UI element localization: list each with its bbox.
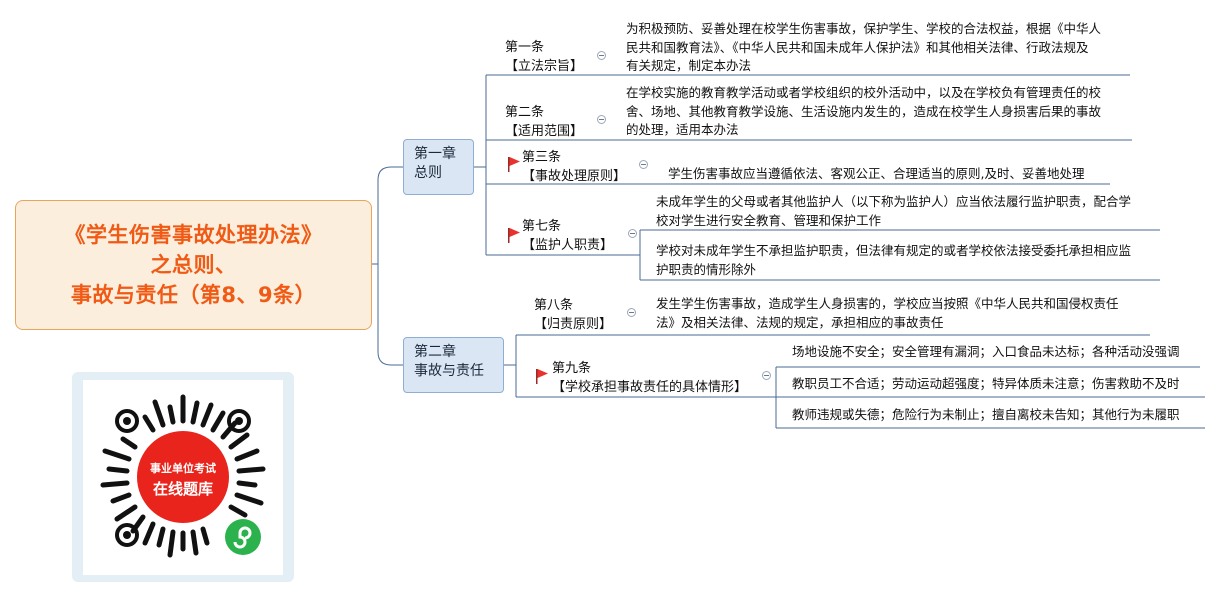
detail-line: 法》及相关法律、法规的规定，承担相应的事故责任 — [656, 314, 944, 330]
chapter-1-node[interactable]: 第一章 总则 — [403, 139, 474, 195]
article-2-topic: 【适用范围】 — [505, 124, 584, 139]
chapter-2-number: 第二章 — [414, 344, 456, 360]
detail-line: 舍、场地、其他教育教学设施、生活设施内发生的，造成在校学生人身损害后果的事故 — [626, 103, 1102, 119]
detail-line: 教职员工不合适；劳动运动超强度；特异体质未注意；伤害救助不及时 — [792, 376, 1180, 391]
collapse-toggle-article-2[interactable] — [597, 115, 606, 124]
detail-line: 校对学生进行安全教育、管理和保护工作 — [656, 212, 882, 228]
central-topic[interactable]: 《学生伤害事故处理办法》 之总则、 事故与责任（第8、9条） — [15, 200, 372, 330]
detail-line: 未成年学生的父母或者其他监护人（以下称为监护人）应当依法履行监护职责，配合学 — [656, 194, 1132, 209]
detail-line: 为积极预防、妥善处理在校学生伤害事故，保护学生、学校的合法权益，根据《中华人 — [626, 21, 1102, 36]
article-1-node[interactable]: 第一条 【立法宗旨】 — [505, 38, 583, 76]
detail-line: 场地设施不安全；安全管理有漏洞；入口食品未达标；各种活动没强调 — [792, 344, 1180, 359]
detail-line: 教师违规或失德；危险行为未制止；擅自离校未告知；其他行为未履职 — [792, 407, 1180, 422]
article-3-detail: 学生伤害事故应当遵循依法、客观公正、合理适当的原则,及时、妥善地处理 — [668, 165, 1084, 184]
chapter-2-node[interactable]: 第二章 事故与责任 — [403, 337, 504, 393]
collapse-toggle-article-3[interactable] — [639, 160, 648, 169]
article-2-number: 第二条 — [505, 105, 545, 120]
collapse-toggle-article-7[interactable] — [628, 229, 637, 238]
article-9-topic: 【学校承担事故责任的具体情形】 — [552, 380, 748, 395]
qr-caption-line-1: 事业单位考试 — [150, 462, 216, 475]
detail-line: 在学校实施的教育教学活动或者学校组织的校外活动中，以及在学校负有管理责任的校 — [626, 85, 1102, 100]
mini-program-code-icon — [100, 394, 266, 558]
article-7-number: 第七条 — [522, 219, 562, 234]
article-8-topic: 【归责原则】 — [534, 317, 613, 332]
chapter-1-number: 第一章 — [414, 146, 456, 162]
central-title-line-1: 《学生伤害事故处理办法》 — [64, 223, 323, 247]
article-7-node[interactable]: 第七条 【监护人职责】 — [522, 217, 613, 255]
chapter-2-title: 事故与责任 — [414, 363, 484, 379]
central-title-line-2: 之总则、 — [150, 253, 237, 277]
article-8-detail: 发生学生伤害事故，造成学生人身损害的，学校应当按照《中华人民共和国侵权责任 法》… — [656, 295, 1119, 332]
article-1-number: 第一条 — [505, 40, 545, 55]
qr-code-card[interactable]: 事业单位考试 在线题库 — [72, 372, 294, 582]
collapse-toggle-article-8[interactable] — [627, 308, 636, 317]
article-7-detail-2: 学校对未成年学生不承担监护职责，但法律有规定的或者学校依法接受委托承担相应监 护… — [656, 242, 1131, 279]
detail-line: 民共和国教育法》、《中华人民共和国未成年人保护法》和其他相关法律、行政法规及 — [626, 39, 1089, 55]
qr-caption-line-2: 在线题库 — [152, 480, 213, 498]
article-1-topic: 【立法宗旨】 — [505, 59, 584, 74]
article-9-detail-2: 教职员工不合适；劳动运动超强度；特异体质未注意；伤害救助不及时 — [792, 375, 1180, 394]
article-1-detail: 为积极预防、妥善处理在校学生伤害事故，保护学生、学校的合法权益，根据《中华人 民… — [626, 20, 1101, 76]
article-3-topic: 【事故处理原则】 — [522, 169, 627, 184]
qr-code: 事业单位考试 在线题库 — [83, 380, 283, 575]
detail-line: 学生伤害事故应当遵循依法、客观公正、合理适当的原则,及时、妥善地处理 — [668, 166, 1085, 181]
detail-line: 有关规定，制定本办法 — [626, 58, 752, 73]
detail-line: 学校对未成年学生不承担监护职责，但法律有规定的或者学校依法接受委托承担相应监 — [656, 243, 1132, 258]
article-9-detail-3: 教师违规或失德；危险行为未制止；擅自离校未告知；其他行为未履职 — [792, 406, 1180, 425]
flag-icon — [508, 157, 520, 172]
flag-icon — [536, 369, 548, 384]
article-3-node[interactable]: 第三条 【事故处理原则】 — [522, 148, 626, 186]
article-3-number: 第三条 — [522, 150, 562, 165]
collapse-toggle-article-1[interactable] — [597, 51, 606, 60]
article-8-node[interactable]: 第八条 【归责原则】 — [534, 296, 612, 334]
detail-line: 的处理，适用本办法 — [626, 122, 739, 137]
article-2-detail: 在学校实施的教育教学活动或者学校组织的校外活动中，以及在学校负有管理责任的校 舍… — [626, 84, 1101, 140]
article-9-number: 第九条 — [552, 361, 592, 376]
article-7-detail-1: 未成年学生的父母或者其他监护人（以下称为监护人）应当依法履行监护职责，配合学 校… — [656, 193, 1131, 230]
article-9-node[interactable]: 第九条 【学校承担事故责任的具体情形】 — [552, 359, 747, 397]
detail-line: 发生学生伤害事故，造成学生人身损害的，学校应当按照《中华人民共和国侵权责任 — [656, 296, 1119, 311]
article-9-detail-1: 场地设施不安全；安全管理有漏洞；入口食品未达标；各种活动没强调 — [792, 343, 1180, 362]
collapse-toggle-article-9[interactable] — [762, 371, 771, 380]
article-2-node[interactable]: 第二条 【适用范围】 — [505, 103, 583, 141]
article-8-number: 第八条 — [534, 298, 574, 313]
flag-icon — [508, 228, 520, 243]
article-7-topic: 【监护人职责】 — [522, 238, 614, 253]
detail-line: 护职责的情形除外 — [656, 261, 757, 277]
chapter-1-title: 总则 — [414, 165, 442, 181]
central-title-line-3: 事故与责任（第8、9条） — [70, 283, 317, 307]
